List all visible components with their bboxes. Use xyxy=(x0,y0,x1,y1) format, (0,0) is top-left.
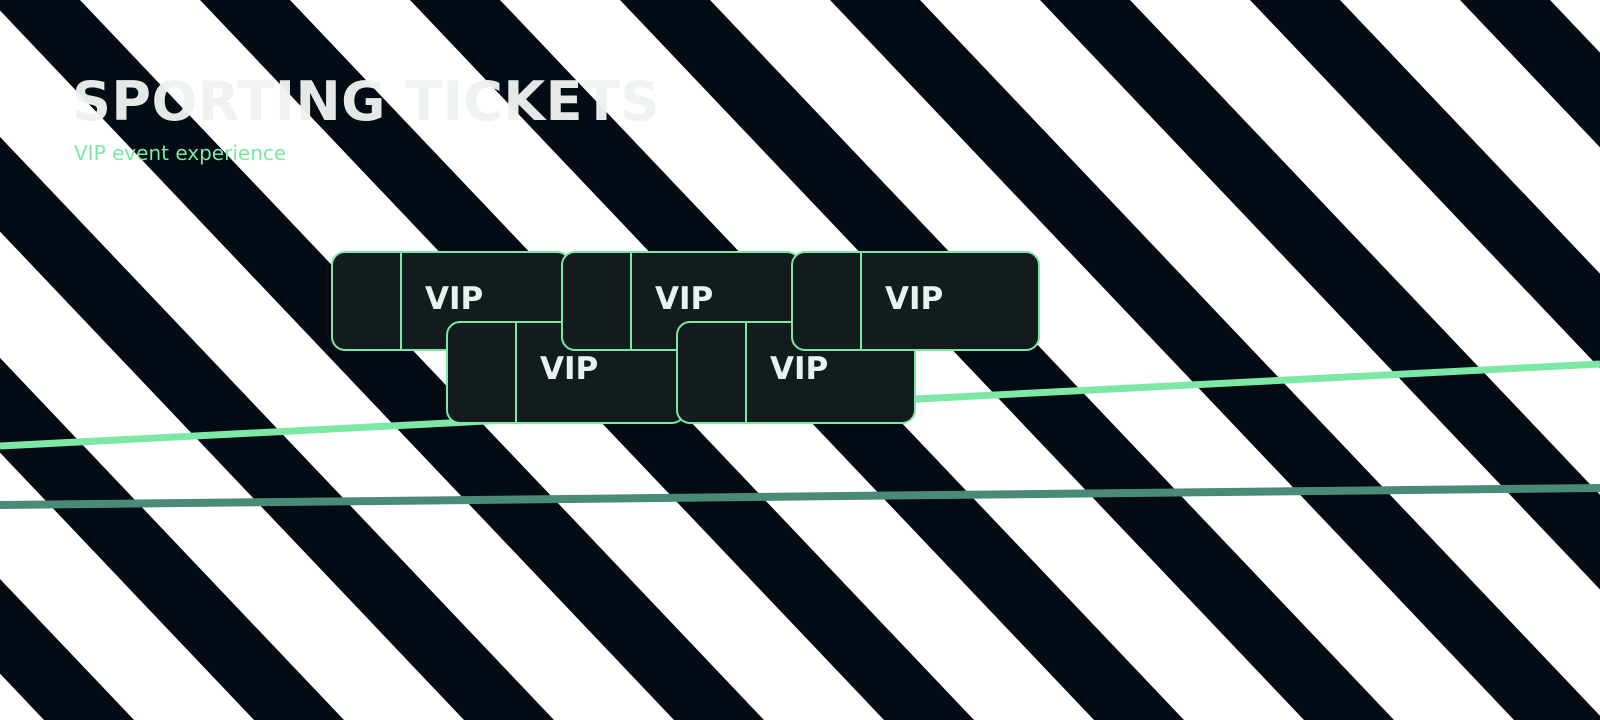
ticket-stub-divider xyxy=(860,253,862,349)
ticket-stub-divider xyxy=(400,253,402,349)
dark-stripe xyxy=(1250,0,1600,369)
ticket-label: VIP xyxy=(770,351,829,387)
ticket-stub-divider xyxy=(745,323,747,422)
ticket-stub-divider xyxy=(515,323,517,422)
ticket-label: VIP xyxy=(425,281,484,317)
page-title: SPORTING TICKETS xyxy=(72,70,660,133)
ticket-label: VIP xyxy=(655,281,714,317)
dark-stripe xyxy=(0,357,344,720)
dark-stripe xyxy=(1040,0,1600,590)
ticket-label: VIP xyxy=(885,281,944,317)
vip-ticket[interactable]: VIP xyxy=(791,251,1040,351)
dark-stripe xyxy=(620,0,1394,720)
dark-stripe xyxy=(0,0,764,720)
dark-stripe xyxy=(1460,0,1600,148)
dark-stripe xyxy=(830,0,1600,720)
ticket-stub-divider xyxy=(630,253,632,349)
page-subtitle: VIP event experience xyxy=(74,141,287,165)
dark-stripe xyxy=(0,578,134,720)
ticket-label: VIP xyxy=(540,351,599,387)
teal-accent-line xyxy=(0,484,1600,509)
